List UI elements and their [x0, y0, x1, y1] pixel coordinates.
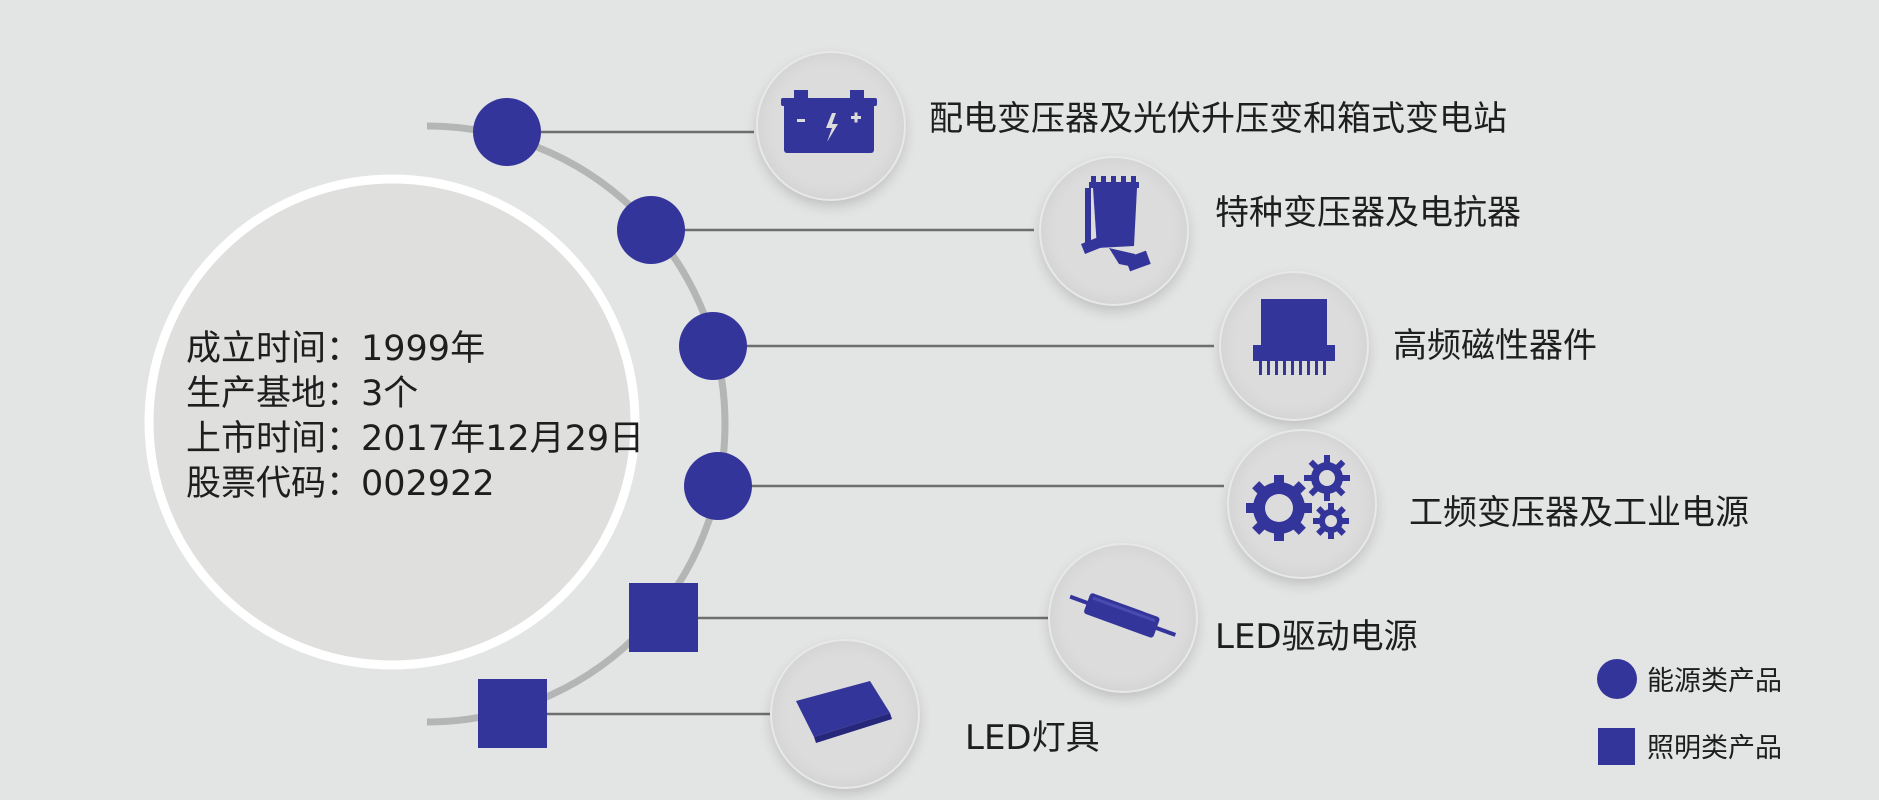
product-icon-reactor — [1041, 158, 1187, 304]
product-label-high-frequency-magnetic: 高频磁性器件 — [1393, 326, 1597, 366]
product-icon-gears — [1229, 431, 1375, 577]
lighting-marker — [478, 679, 547, 748]
listing-date-text: 上市时间：2017年12月29日 — [186, 419, 645, 459]
legend-lighting-marker — [1598, 728, 1635, 765]
info-circle — [144, 174, 640, 670]
product-icon-magnetic — [1221, 273, 1367, 419]
product-icon-led-fixture — [772, 641, 918, 787]
product-label-distribution-transformer: 配电变压器及光伏升压变和箱式变电站 — [929, 99, 1507, 139]
gears-icon — [1246, 455, 1350, 541]
reactor-icon — [1081, 176, 1151, 272]
product-icon-led-driver — [1050, 545, 1196, 691]
legend-lighting-label: 照明类产品 — [1647, 733, 1782, 764]
magnetic-component-icon — [1253, 299, 1335, 375]
product-label-special-transformer: 特种变压器及电抗器 — [1215, 193, 1521, 233]
product-label-led-fixture: LED灯具 — [965, 718, 1100, 758]
founded-text: 成立时间：1999年 — [186, 329, 486, 369]
energy-marker — [473, 98, 541, 166]
legend-energy-label: 能源类产品 — [1647, 666, 1782, 697]
energy-marker — [684, 452, 752, 520]
energy-marker — [679, 312, 747, 380]
lighting-marker — [629, 583, 698, 652]
stock-code-text: 股票代码：002922 — [186, 464, 495, 504]
production-bases-text: 生产基地：3个 — [186, 374, 419, 414]
product-label-led-driver: LED驱动电源 — [1215, 617, 1418, 657]
led-fixture-icon — [796, 681, 892, 743]
timeline-arc — [426, 122, 729, 726]
led-driver-icon — [1069, 593, 1177, 638]
legend-energy-marker — [1597, 659, 1637, 699]
energy-marker — [617, 196, 685, 264]
product-label-power-frequency-transformer: 工频变压器及工业电源 — [1409, 493, 1749, 533]
product-icon-battery — [758, 53, 904, 199]
battery-icon — [781, 90, 877, 153]
